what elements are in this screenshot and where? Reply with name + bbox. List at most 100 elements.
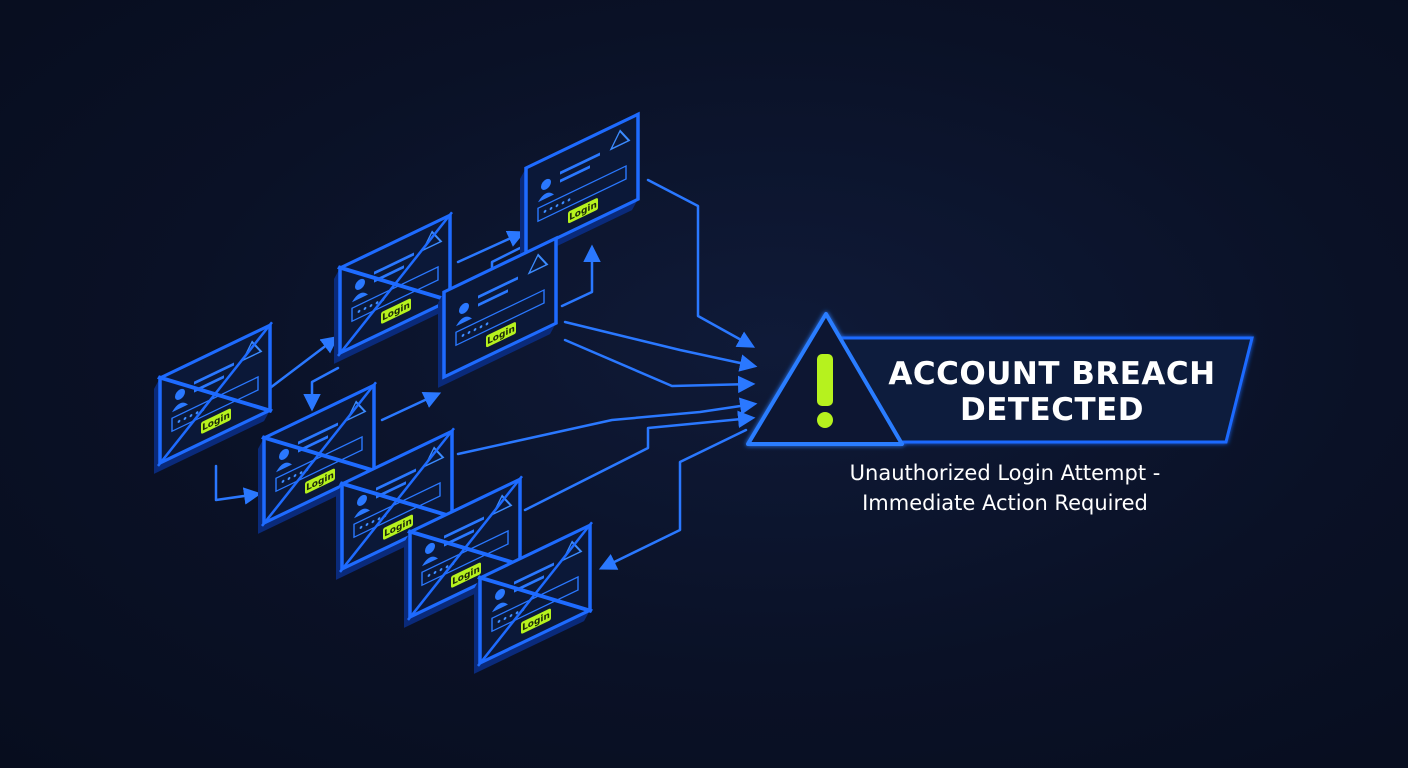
password-dot	[567, 198, 571, 202]
password-dot	[445, 565, 449, 569]
password-field	[353, 481, 441, 539]
password-dot	[189, 414, 193, 418]
card-text-line	[478, 289, 508, 307]
password-field	[421, 529, 509, 587]
password-dot	[467, 330, 471, 335]
login-card: Login	[258, 381, 377, 534]
user-icon-body	[422, 556, 438, 567]
password-field	[275, 435, 363, 493]
login-button	[486, 322, 516, 348]
cross-line	[261, 381, 377, 527]
password-dot	[359, 525, 363, 529]
user-icon	[279, 448, 289, 460]
card-depth	[474, 578, 590, 674]
login-button	[451, 562, 481, 588]
password-dot	[281, 479, 285, 483]
warning-icon	[561, 540, 583, 562]
card-depth	[334, 268, 450, 364]
user-icon-body	[538, 192, 554, 203]
cross-line	[157, 321, 273, 467]
card-face	[524, 111, 640, 256]
warning-icon	[345, 400, 367, 422]
cross-line	[339, 427, 455, 573]
user-icon	[495, 588, 505, 600]
alert-subtitle-line1: Unauthorized Login Attempt -	[849, 461, 1161, 485]
user-icon-body	[492, 602, 508, 613]
warning-icon	[609, 129, 631, 151]
arrow-3-to-alert	[646, 178, 756, 348]
cross-line	[407, 475, 523, 621]
password-dot	[177, 419, 181, 423]
password-dot	[293, 474, 297, 478]
card-text-line	[478, 276, 518, 299]
password-dot	[503, 616, 507, 621]
card-text-line	[374, 252, 414, 275]
alert-subtitle: Unauthorized Login Attempt - Immediate A…	[790, 458, 1220, 518]
arrow-2-to-6	[303, 366, 340, 412]
password-dot	[561, 201, 565, 205]
warning-icon	[423, 446, 445, 468]
alert-title-line1: ACCOUNT BREACH	[888, 356, 1215, 392]
user-icon-body	[456, 316, 472, 327]
password-dot	[287, 476, 291, 481]
user-icon-body	[354, 508, 370, 519]
password-field	[491, 575, 579, 633]
user-icon-body	[276, 462, 292, 473]
cross-line	[477, 521, 593, 667]
password-dot	[543, 209, 547, 213]
exclamation-mark	[817, 354, 833, 428]
password-dot	[377, 517, 381, 521]
login-card: Login	[336, 427, 455, 580]
card-face	[442, 235, 558, 380]
login-button	[381, 298, 411, 324]
card-text-line	[376, 468, 416, 491]
arrow-4-to-3	[560, 244, 601, 308]
password-dot	[485, 322, 489, 326]
arrow-2-to-3	[456, 230, 526, 264]
card-text-line	[514, 562, 554, 585]
password-dot	[439, 568, 443, 572]
card-text-line	[444, 516, 484, 539]
password-dot	[299, 471, 303, 475]
arrow-alert-to-9	[598, 428, 748, 570]
user-icon-body	[172, 402, 188, 413]
password-dot	[549, 206, 553, 211]
user-icon	[459, 302, 469, 314]
card-text-line	[560, 165, 590, 183]
user-icon	[355, 278, 365, 290]
password-dot	[195, 411, 199, 415]
password-dot	[555, 204, 559, 208]
password-dot	[433, 570, 437, 575]
password-dot	[515, 611, 519, 615]
login-card: Login	[520, 111, 640, 264]
user-icon	[541, 178, 551, 190]
card-depth	[438, 292, 556, 388]
alert-subtitle-line2: Immediate Action Required	[862, 491, 1148, 515]
card-text-line	[194, 362, 234, 385]
arrow-8-to-alert	[523, 410, 756, 512]
card-text-line	[560, 152, 600, 175]
card-text-line	[298, 422, 338, 445]
arrow-1-to-6	[214, 464, 262, 505]
password-dot	[357, 309, 361, 313]
user-icon-body	[352, 292, 368, 303]
user-icon	[425, 542, 435, 554]
user-icon	[175, 388, 185, 400]
user-icon	[357, 494, 367, 506]
warning-icon	[491, 494, 513, 516]
login-card: Login	[334, 211, 453, 364]
arrow-4-to-alert-a	[563, 320, 758, 372]
warning-icon	[421, 230, 443, 252]
password-dot	[461, 333, 465, 337]
warning-icon	[241, 340, 263, 362]
password-dot	[365, 522, 369, 527]
login-button	[521, 608, 551, 634]
login-card: Login	[438, 235, 558, 388]
alert-title-line2: DETECTED	[960, 392, 1144, 428]
password-field	[171, 375, 259, 433]
login-button	[201, 408, 231, 434]
password-dot	[479, 325, 483, 329]
password-dot	[369, 304, 373, 308]
